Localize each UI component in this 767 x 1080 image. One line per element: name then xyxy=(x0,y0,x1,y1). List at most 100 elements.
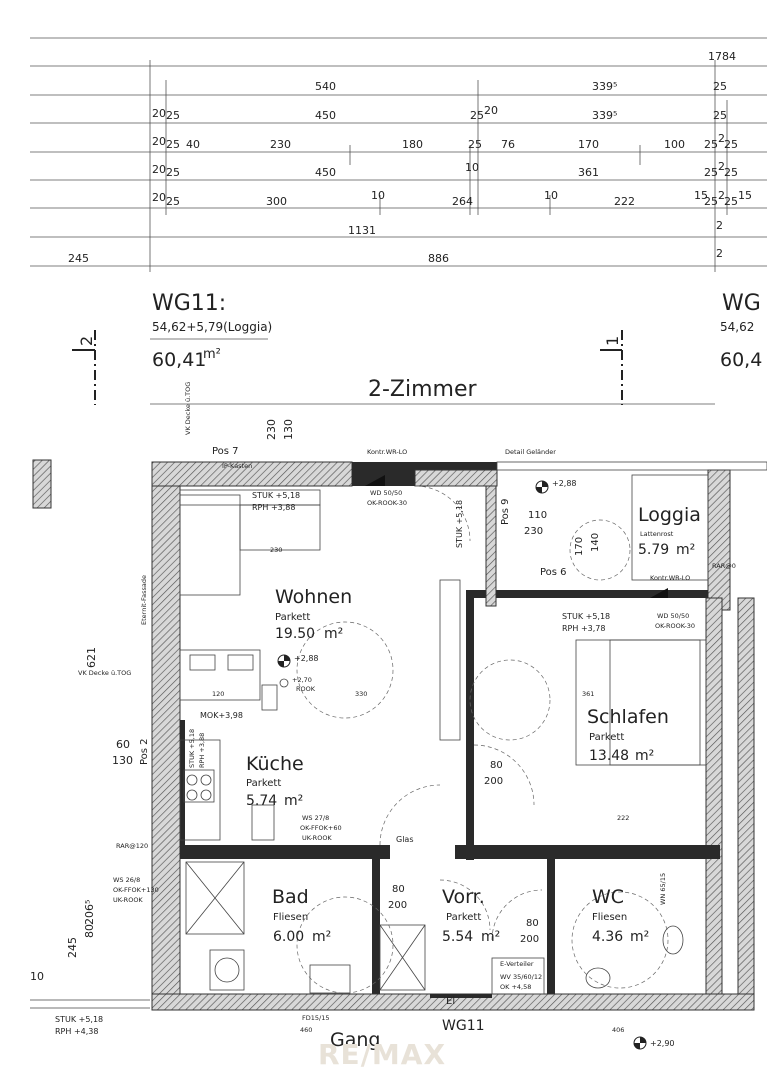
dim-label: 20 xyxy=(152,107,166,120)
dim-label: 460 xyxy=(300,1026,312,1034)
window-label: OK-ROOK-30 xyxy=(367,499,407,507)
window-label: UK-ROOK xyxy=(113,896,143,904)
dim-label: 245 xyxy=(66,937,79,958)
dim-label: 180 xyxy=(402,138,423,151)
dim-label: 25 xyxy=(713,109,727,122)
room-area-unit: m² xyxy=(284,793,303,809)
dim-label: 25 xyxy=(470,109,484,122)
level-label: +2,88 xyxy=(552,479,577,488)
dim-label: 40 xyxy=(186,138,200,151)
window-label: WD 50/50 xyxy=(657,612,689,620)
door-dim: 200 xyxy=(484,776,503,787)
dim-label: 20 xyxy=(484,104,498,117)
dim-label: 2 xyxy=(716,247,723,260)
dim-label: 25 xyxy=(166,109,180,122)
window-label: UK-ROOK xyxy=(302,834,332,842)
room-floor: Fliesen xyxy=(273,912,308,923)
room-area: 19.50 xyxy=(275,626,315,642)
door-dim: 110 xyxy=(528,510,547,521)
dim-label: 170 xyxy=(578,138,599,151)
dim-label: 339⁵ xyxy=(592,80,617,93)
dim-label: 339⁵ xyxy=(592,109,617,122)
dim-label: 15 xyxy=(738,189,752,202)
room-vorr: Vorr. Parkett 5.54 m² xyxy=(442,886,500,945)
dim-label: 20 xyxy=(152,163,166,176)
window-label: OK-FFOK+60 xyxy=(300,824,342,832)
dim-label: 20 xyxy=(152,135,166,148)
room-name: WC xyxy=(592,886,624,908)
unit-area-unit: m² xyxy=(203,347,221,362)
dim-label: 886 xyxy=(428,252,449,265)
annotation: Kontr.WR-LO xyxy=(367,448,407,456)
dim-label: 25 xyxy=(704,166,718,179)
room-area-unit: m² xyxy=(324,626,343,642)
dim-label: 361 xyxy=(578,166,599,179)
annotation: Detail Geländer xyxy=(505,448,556,456)
furniture xyxy=(30,474,709,1050)
pos-label: Pos 6 xyxy=(540,567,567,578)
window-label: OK +4,58 xyxy=(500,983,531,991)
window-label: WD 50/50 xyxy=(370,489,402,497)
room-floor: Parkett xyxy=(446,912,481,923)
annotations: Pos 7 IP-Kasten Kontr.WR-LO Detail Gelän… xyxy=(30,382,736,1051)
dim-label: 361 xyxy=(582,690,594,698)
pos-label: Pos 9 xyxy=(500,498,511,525)
room-area-unit: m² xyxy=(481,929,500,945)
room-area: 6.00 xyxy=(273,929,304,945)
dim-label: 25 xyxy=(724,195,738,208)
window-label: OK-ROOK-30 xyxy=(655,622,695,630)
door-dim: 200 xyxy=(388,900,407,911)
dim-label: 25 xyxy=(724,138,738,151)
dim-label: 2 xyxy=(718,160,725,173)
room-area-unit: m² xyxy=(630,929,649,945)
room-area: 4.36 xyxy=(592,929,623,945)
dim-label: 25 xyxy=(166,166,180,179)
stuk-label: STUK +5,18 xyxy=(55,1015,103,1024)
rph-label: RPH +3,88 xyxy=(252,503,295,512)
unit-bottom-label: WG11 xyxy=(442,1018,485,1034)
next-unit-formula: 54,62 xyxy=(720,320,754,334)
level-label: +2,90 xyxy=(650,1039,675,1048)
stuk-label: STUK +5,18 xyxy=(455,500,464,548)
room-name: Wohnen xyxy=(275,586,352,608)
dim-label: 450 xyxy=(315,166,336,179)
annotation: Kontr.WR-LO xyxy=(650,574,690,582)
dim-label: 25 xyxy=(713,80,727,93)
unit-total-area: 60,41 xyxy=(152,349,206,371)
room-wc: WC Fliesen 4.36 m² xyxy=(592,886,649,945)
section-marker-2: 2 xyxy=(77,336,96,346)
door-dim: 80 xyxy=(490,760,503,771)
annotation: Glas xyxy=(396,835,414,844)
window-label: OK-FFOK+130 xyxy=(113,886,159,894)
dim-label: 25 xyxy=(468,138,482,151)
dim-label: 540 xyxy=(315,80,336,93)
rph-label: RPH +3,78 xyxy=(562,624,605,633)
dim-label: 20 xyxy=(152,191,166,204)
annotation: IP-Kasten xyxy=(222,462,252,470)
next-unit-area: 60,4 xyxy=(720,349,762,371)
room-name: Loggia xyxy=(638,504,701,526)
room-name: Bad xyxy=(272,886,309,908)
dim-label: 450 xyxy=(315,109,336,122)
dim-label: 25 xyxy=(166,195,180,208)
dim-label: 230 xyxy=(270,546,282,554)
window-label: WV 35/60/12 xyxy=(500,973,542,981)
unit-area-formula: 54,62+5,79(Loggia) xyxy=(152,320,272,334)
room-area: 13.48 xyxy=(589,748,629,764)
dim-label: 15 xyxy=(694,189,708,202)
dim-label: 10 xyxy=(465,161,479,174)
room-area: 5.79 xyxy=(638,542,669,558)
dim-label: 25 xyxy=(704,138,718,151)
level-label: +2,70 xyxy=(292,676,312,684)
door-dim: 80 xyxy=(526,918,539,929)
window-label: WS 27/8 xyxy=(302,814,329,822)
dim-label: 10 xyxy=(371,189,385,202)
room-area-unit: m² xyxy=(312,929,331,945)
door-dim: 140 xyxy=(590,533,601,552)
window-label: WS 26/8 xyxy=(113,876,140,884)
annotation: VK Decke ü.TOG xyxy=(78,669,131,677)
dim-label: 621 xyxy=(85,647,98,668)
dim-label: 222 xyxy=(617,814,629,822)
dim-label: 206⁵ xyxy=(83,900,96,925)
